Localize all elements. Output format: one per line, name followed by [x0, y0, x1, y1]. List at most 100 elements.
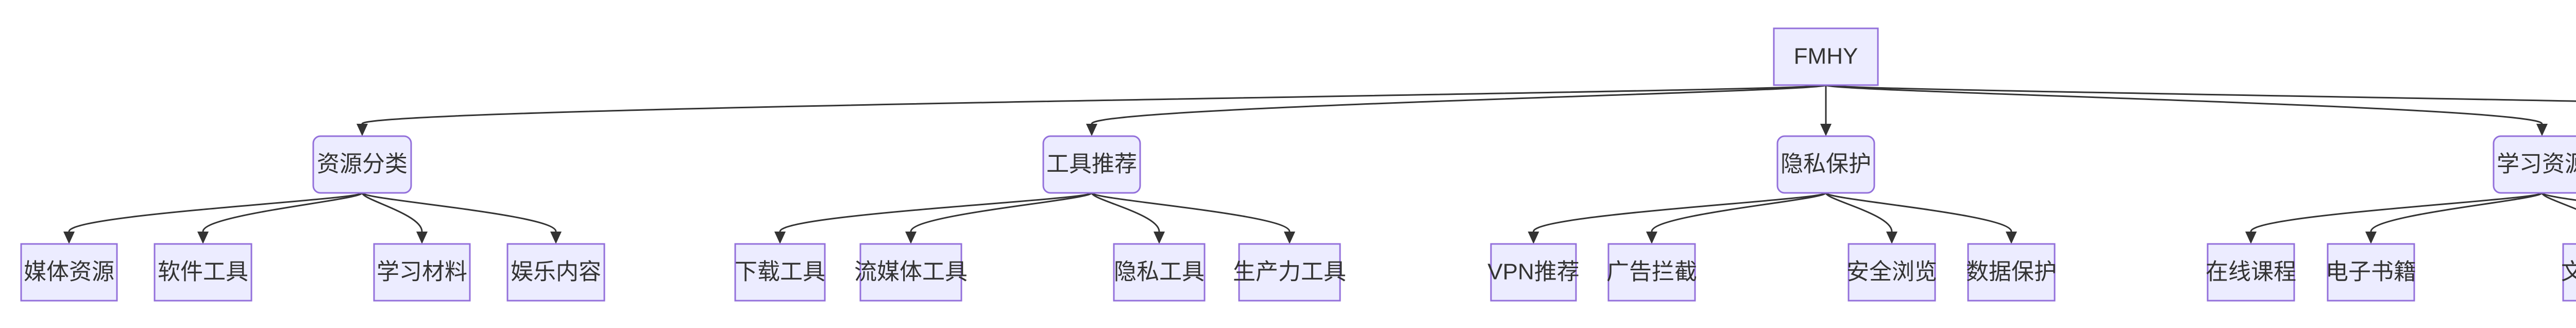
node-leaf-2-4-box[interactable] — [1238, 243, 1341, 302]
node-branch-3-label: 隐私保护 — [1781, 152, 1871, 177]
edge-branch-1-to-leaf-1 — [68, 192, 363, 232]
edge-branch-3-to-leaf-4 — [1825, 192, 2012, 232]
node-leaf-4-1[interactable]: 在线课程 — [2206, 243, 2296, 302]
node-leaf-3-2[interactable]: 广告拦截 — [1606, 243, 1697, 302]
edge-branch-3-to-leaf-1 — [1533, 192, 1827, 232]
node-leaf-4-1-box[interactable] — [2207, 243, 2295, 302]
node-branch-1-label: 资源分类 — [317, 152, 408, 177]
edge-branch-3-to-leaf-2-arrowhead — [1646, 232, 1657, 244]
edge-branch-2-to-leaf-3-arrowhead — [1154, 232, 1165, 244]
node-leaf-1-2-label: 软件工具 — [158, 259, 248, 285]
node-leaf-1-1[interactable]: 媒体资源 — [20, 243, 118, 302]
node-leaf-2-3[interactable]: 隐私工具 — [1113, 243, 1206, 302]
edge-branch-1-to-leaf-3 — [361, 192, 423, 232]
node-leaf-4-3-box[interactable] — [2562, 243, 2576, 302]
edge-root-to-branch-5 — [1825, 84, 2576, 102]
node-leaf-1-4-box[interactable] — [506, 243, 605, 302]
node-leaf-3-3-label: 安全浏览 — [1846, 259, 1937, 285]
node-root[interactable]: FMHY — [1773, 27, 1879, 86]
edge-branch-1-to-leaf-4 — [361, 192, 557, 232]
node-leaf-3-3[interactable]: 安全浏览 — [1846, 243, 1937, 302]
edge-branch-4-to-leaf-2 — [2370, 192, 2543, 232]
node-leaf-3-4-label: 数据保护 — [1966, 259, 2057, 285]
edge-branch-4-to-leaf-1-arrowhead — [2245, 232, 2257, 244]
node-branch-2-box[interactable] — [1042, 135, 1141, 194]
node-leaf-3-4-box[interactable] — [1967, 243, 2056, 302]
node-leaf-1-2-box[interactable] — [154, 243, 252, 302]
node-leaf-3-3-box[interactable] — [1848, 243, 1936, 302]
edge-branch-1-to-leaf-2-arrowhead — [197, 232, 209, 244]
node-leaf-2-3-box[interactable] — [1113, 243, 1206, 302]
edge-branch-3-to-leaf-2 — [1651, 192, 1827, 232]
node-branch-4[interactable]: 学习资源 — [2493, 135, 2576, 194]
edge-root-to-branch-4-arrowhead — [2536, 124, 2548, 136]
node-leaf-3-2-box[interactable] — [1607, 243, 1696, 302]
node-branch-3[interactable]: 隐私保护 — [1776, 135, 1875, 194]
edge-branch-2-to-leaf-2 — [910, 192, 1093, 232]
node-leaf-3-1-box[interactable] — [1490, 243, 1577, 302]
node-leaf-3-1[interactable]: VPN推荐 — [1487, 243, 1580, 302]
node-leaf-1-3[interactable]: 学习材料 — [373, 243, 471, 302]
edge-branch-2-to-leaf-4-arrowhead — [1284, 232, 1295, 244]
node-leaf-2-1-label: 下载工具 — [735, 259, 825, 285]
edges-layer — [63, 84, 2576, 244]
node-branch-2[interactable]: 工具推荐 — [1042, 135, 1141, 194]
node-branch-3-box[interactable] — [1776, 135, 1875, 194]
node-leaf-1-3-label: 学习材料 — [377, 259, 467, 285]
node-branch-4-box[interactable] — [2493, 135, 2576, 194]
node-leaf-3-1-label: VPN推荐 — [1487, 259, 1579, 285]
edge-branch-1-to-leaf-2 — [202, 192, 363, 232]
node-branch-1-box[interactable] — [312, 135, 412, 194]
node-leaf-1-1-box[interactable] — [20, 243, 118, 302]
edge-root-to-branch-4 — [1825, 84, 2543, 125]
edge-branch-4-to-leaf-1 — [2250, 192, 2543, 232]
node-root-label: FMHY — [1794, 44, 1858, 69]
node-leaf-1-3-box[interactable] — [373, 243, 471, 302]
edge-root-to-branch-1 — [361, 84, 1827, 125]
edge-branch-2-to-leaf-1 — [779, 192, 1093, 232]
node-leaf-2-1[interactable]: 下载工具 — [734, 243, 826, 302]
edge-branch-1-to-leaf-1-arrowhead — [63, 232, 75, 244]
edge-branch-3-to-leaf-3-arrowhead — [1886, 232, 1897, 244]
node-leaf-3-4[interactable]: 数据保护 — [1966, 243, 2057, 302]
edge-branch-3-to-leaf-1-arrowhead — [1528, 232, 1539, 244]
node-leaf-2-2-box[interactable] — [859, 243, 962, 302]
node-leaf-2-2-label: 流媒体工具 — [854, 259, 968, 285]
node-leaf-2-1-box[interactable] — [734, 243, 826, 302]
edge-branch-1-to-leaf-3-arrowhead — [416, 232, 428, 244]
edge-branch-4-to-leaf-3 — [2541, 192, 2576, 210]
node-leaf-1-4-label: 娱乐内容 — [511, 259, 601, 285]
node-branch-4-label: 学习资源 — [2497, 152, 2576, 177]
node-root-box[interactable] — [1773, 27, 1879, 86]
edge-branch-2-to-leaf-4 — [1091, 192, 1291, 232]
edge-branch-1-to-leaf-4-arrowhead — [550, 232, 562, 244]
node-branch-1[interactable]: 资源分类 — [312, 135, 412, 194]
node-leaf-2-2[interactable]: 流媒体工具 — [854, 243, 968, 302]
edge-branch-2-to-leaf-2-arrowhead — [905, 232, 917, 244]
edge-branch-4-to-leaf-2-arrowhead — [2365, 232, 2377, 244]
node-leaf-4-1-label: 在线课程 — [2206, 259, 2296, 285]
node-leaf-2-4[interactable]: 生产力工具 — [1233, 243, 1346, 302]
node-leaf-3-2-label: 广告拦截 — [1606, 259, 1697, 285]
node-leaf-1-4[interactable]: 娱乐内容 — [506, 243, 605, 302]
edge-root-to-branch-2-arrowhead — [1086, 124, 1097, 136]
edge-root-to-branch-1-arrowhead — [357, 124, 368, 136]
node-leaf-2-4-label: 生产力工具 — [1233, 259, 1346, 285]
node-leaf-4-2[interactable]: 电子书籍 — [2326, 243, 2416, 302]
node-leaf-4-2-label: 电子书籍 — [2326, 259, 2416, 285]
node-leaf-1-2[interactable]: 软件工具 — [154, 243, 252, 302]
edge-branch-2-to-leaf-3 — [1091, 192, 1160, 232]
edge-branch-3-to-leaf-4-arrowhead — [2006, 232, 2017, 244]
node-leaf-4-3-label: 文档资料 — [2561, 259, 2576, 285]
node-leaf-4-2-box[interactable] — [2327, 243, 2415, 302]
node-branch-2-label: 工具推荐 — [1046, 152, 1137, 177]
edge-root-to-branch-3-arrowhead — [1820, 124, 1832, 136]
edge-root-to-branch-2 — [1091, 84, 1827, 125]
edge-branch-2-to-leaf-1-arrowhead — [774, 232, 786, 244]
edge-branch-4-to-leaf-4 — [2541, 192, 2576, 201]
node-leaf-4-3[interactable]: 文档资料 — [2561, 243, 2576, 302]
edge-branch-3-to-leaf-3 — [1825, 192, 1893, 232]
